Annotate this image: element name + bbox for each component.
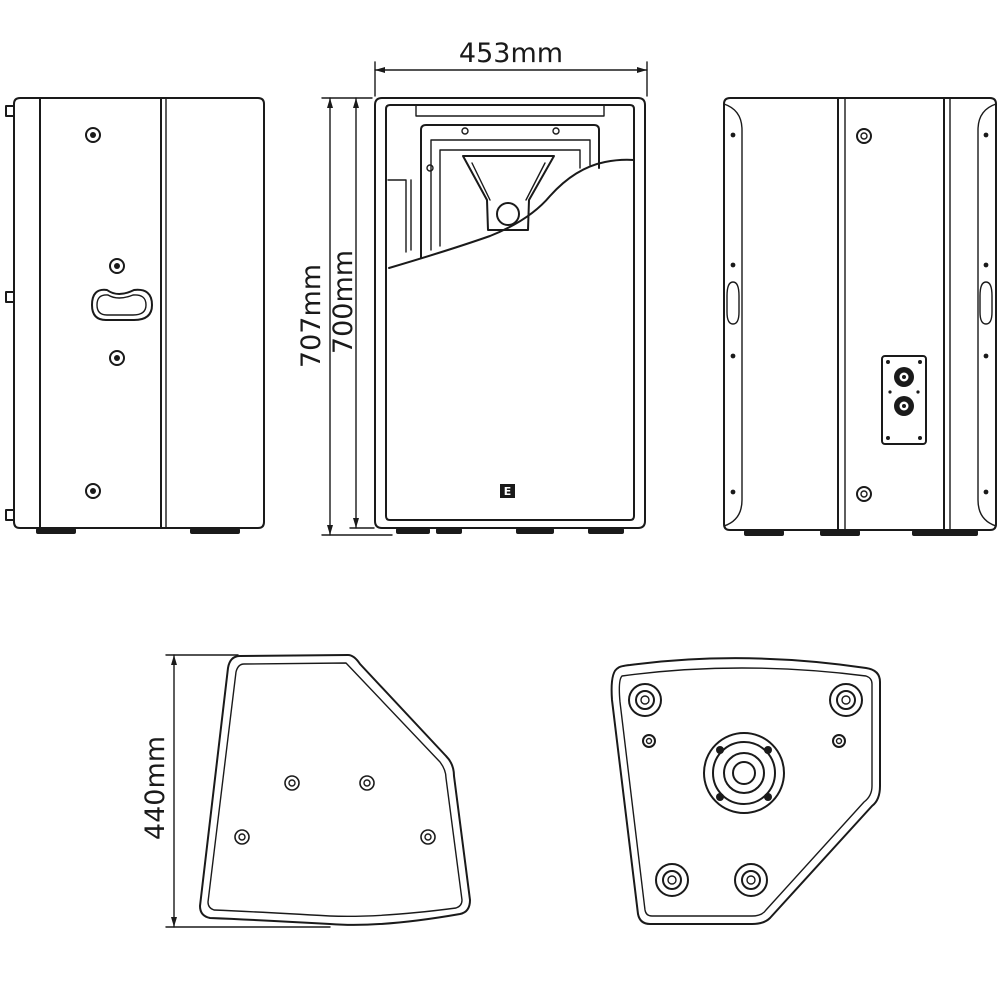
- outer-height-dimension-label: 707mm: [296, 264, 327, 368]
- foot-icon: [628, 683, 662, 717]
- speakon-connector-icon: [894, 396, 914, 416]
- foot-icon: [734, 863, 768, 897]
- front-view: E: [374, 97, 646, 534]
- foot-icon: [829, 683, 863, 717]
- inner-height-dimension-label: 700mm: [328, 250, 359, 354]
- pole-mount-socket-icon: [703, 732, 785, 814]
- dimension-lines: [165, 61, 648, 928]
- handle-icon: [91, 288, 153, 321]
- left-side-view: [5, 97, 265, 534]
- top-profile-view: [199, 654, 471, 926]
- bottom-view: [610, 657, 881, 925]
- brand-logo-text: E: [504, 485, 512, 498]
- width-dimension-label: 453mm: [459, 38, 563, 69]
- connector-panel: [881, 355, 927, 445]
- right-side-view: [723, 97, 997, 536]
- brand-logo: E: [500, 484, 515, 498]
- depth-dimension-label: 440mm: [140, 736, 171, 840]
- foot-icon: [655, 863, 689, 897]
- speakon-connector-icon: [894, 367, 914, 387]
